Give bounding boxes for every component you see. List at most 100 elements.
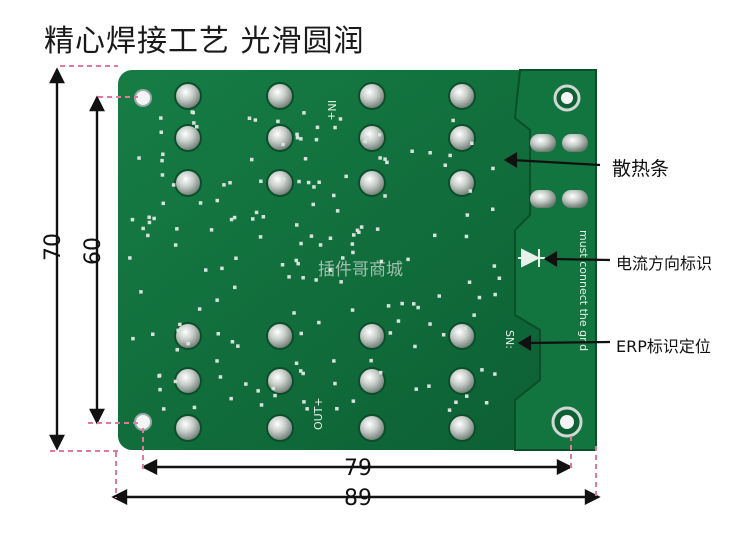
smd-dot xyxy=(254,210,259,215)
solder-pad xyxy=(358,169,386,197)
smd-dot xyxy=(146,233,150,238)
smd-dot xyxy=(198,201,203,205)
smd-dot xyxy=(406,257,410,262)
solder-pad xyxy=(448,82,476,110)
smd-dot xyxy=(197,307,202,311)
smd-dot xyxy=(311,202,315,207)
smd-dot xyxy=(161,152,165,156)
smd-dot xyxy=(295,223,299,227)
watermark: 插件哥商城 xyxy=(318,260,403,280)
gnd-warning-text: must connect the gnd xyxy=(577,230,590,351)
smd-dot xyxy=(317,180,321,184)
smd-dot xyxy=(236,344,240,348)
smd-dot xyxy=(328,268,332,272)
smd-dot xyxy=(244,382,248,386)
smd-dot xyxy=(173,243,178,247)
smd-dot xyxy=(139,290,143,294)
smd-dot xyxy=(350,242,355,246)
smd-dot xyxy=(385,160,389,165)
solder-pad xyxy=(448,169,476,197)
solder-pad xyxy=(266,414,294,442)
smd-dot xyxy=(363,139,367,144)
smd-dot xyxy=(302,111,306,115)
smd-dot xyxy=(161,201,165,206)
sn-label: SN: xyxy=(503,330,516,349)
smd-dot xyxy=(178,322,182,327)
smd-dot xyxy=(232,215,237,220)
smd-dot xyxy=(339,280,343,284)
smd-dot xyxy=(233,285,237,290)
smd-dot xyxy=(341,256,345,260)
solder-pad xyxy=(358,124,386,152)
smd-dot xyxy=(294,258,298,263)
smd-dot xyxy=(131,336,135,341)
smd-dot xyxy=(493,292,497,297)
smd-dot xyxy=(295,135,300,140)
smd-dot xyxy=(468,189,473,193)
smd-dot xyxy=(315,125,320,130)
smd-dot xyxy=(299,369,303,373)
smd-dot xyxy=(229,396,233,401)
smd-dot xyxy=(229,217,234,222)
smd-dot xyxy=(253,118,258,122)
smd-dot xyxy=(448,153,452,158)
smd-dot xyxy=(299,241,303,246)
solder-pad xyxy=(266,169,294,197)
smd-dot xyxy=(443,163,447,167)
smd-dot xyxy=(428,322,432,326)
smd-dot xyxy=(351,399,356,403)
smd-dot xyxy=(247,116,252,120)
smd-dot xyxy=(470,141,474,145)
heatsink-pads xyxy=(530,134,588,208)
smd-dot xyxy=(365,135,369,140)
smd-dot xyxy=(147,220,152,225)
smd-dot xyxy=(433,233,437,238)
smd-dot xyxy=(303,157,308,161)
smd-dot xyxy=(234,256,238,260)
solder-pad xyxy=(266,322,294,350)
smd-dot xyxy=(301,276,305,280)
smd-dot xyxy=(175,227,179,231)
smd-dot xyxy=(128,256,132,260)
solder-pad xyxy=(358,322,386,350)
smd-dot xyxy=(386,304,391,308)
smd-dot xyxy=(314,137,319,142)
smd-dot xyxy=(141,226,145,231)
solder-pad xyxy=(358,367,386,395)
solder-pad xyxy=(174,414,202,442)
smd-dot xyxy=(328,236,333,240)
smd-dot xyxy=(428,151,432,155)
smd-dot xyxy=(441,333,446,337)
smd-dot xyxy=(259,179,263,183)
smd-dot xyxy=(152,216,156,221)
smd-dot xyxy=(332,359,336,363)
smd-dot xyxy=(178,327,183,331)
smd-dot xyxy=(162,407,166,411)
smd-dot xyxy=(209,228,214,232)
solder-pad xyxy=(266,124,294,152)
smd-dot xyxy=(159,130,163,134)
smd-dot xyxy=(338,117,343,121)
smd-dot xyxy=(259,403,264,407)
smd-dot xyxy=(477,295,482,300)
smd-dot xyxy=(281,142,285,147)
smd-dot xyxy=(280,263,285,267)
smd-dot xyxy=(352,233,356,237)
smd-dot xyxy=(465,213,470,217)
smd-dot xyxy=(492,264,497,268)
smd-dot xyxy=(378,370,383,375)
solder-pad xyxy=(448,124,476,152)
smd-dot xyxy=(400,301,404,306)
smd-dot xyxy=(465,394,469,398)
smd-dot xyxy=(256,389,260,393)
smd-dot xyxy=(186,341,190,346)
smd-dot xyxy=(410,149,414,153)
smd-dot xyxy=(318,243,323,247)
smd-dot xyxy=(305,407,309,411)
smd-dot xyxy=(317,320,321,325)
pcb-board xyxy=(118,70,596,450)
smd-dot xyxy=(191,110,195,115)
solder-pad xyxy=(174,367,202,395)
in-plus-label: IN+ xyxy=(325,100,338,121)
smd-dot xyxy=(276,119,280,124)
